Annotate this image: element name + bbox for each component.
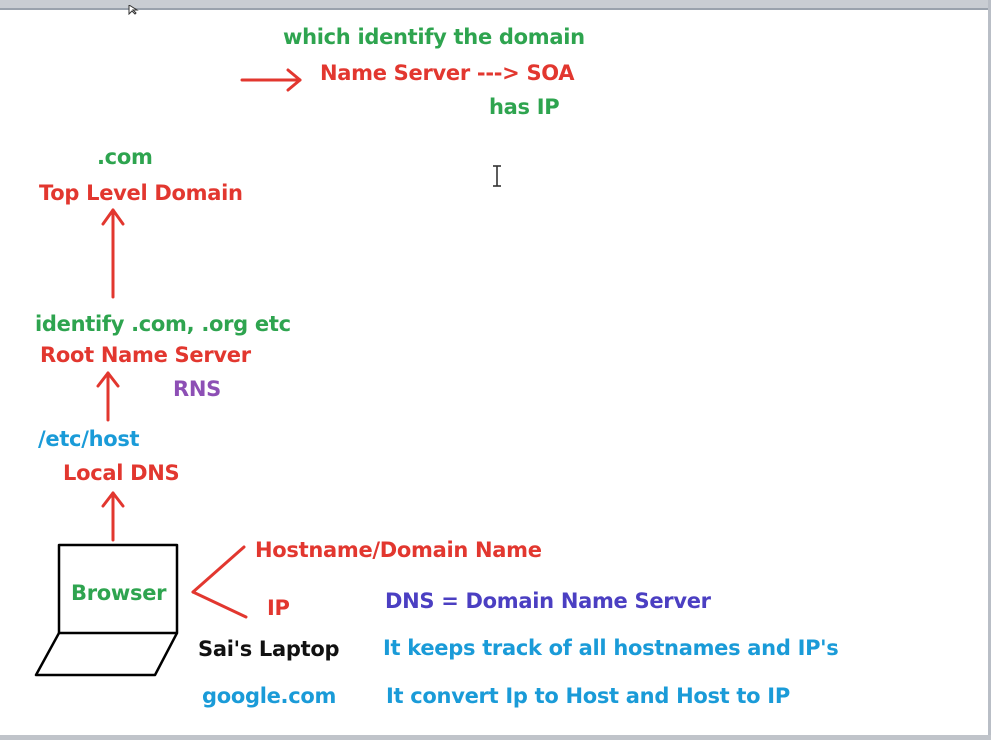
browser-label: Browser <box>71 581 167 605</box>
arrow-to-name-server <box>240 68 302 92</box>
laptop-icon <box>34 543 179 677</box>
arrow-local-to-root <box>96 371 120 422</box>
tld-label: Top Level Domain <box>39 181 243 205</box>
etc-host-note: /etc/host <box>38 427 140 451</box>
dns-definition: DNS = Domain Name Server <box>385 589 711 613</box>
dns-description-1: It keeps track of all hostnames and IP's <box>383 636 839 660</box>
ip-branch-label: IP <box>267 596 290 620</box>
tld-note: .com <box>97 145 153 169</box>
has-ip-note: has IP <box>489 95 560 119</box>
window-bottom-border <box>0 735 991 740</box>
soa-note: which identify the domain <box>283 25 585 49</box>
google-url: google.com <box>202 684 337 708</box>
root-note: identify .com, .org etc <box>35 312 291 336</box>
hostname-branch-label: Hostname/Domain Name <box>255 538 542 562</box>
window-right-border <box>988 0 991 740</box>
branch-lines <box>191 545 248 619</box>
name-server-soa-label: Name Server ---> SOA <box>320 61 575 85</box>
laptop-caption: Sai's Laptop <box>198 637 340 661</box>
text-cursor-icon <box>490 165 504 187</box>
local-dns-label: Local DNS <box>63 461 180 485</box>
window-top-bar <box>0 0 991 8</box>
window-top-border <box>0 8 991 10</box>
arrow-laptop-to-local <box>101 491 125 542</box>
rns-abbr: RNS <box>173 377 221 401</box>
mouse-pointer-icon <box>128 0 142 16</box>
root-name-server-label: Root Name Server <box>40 343 251 367</box>
arrow-root-to-tld <box>101 208 125 299</box>
dns-description-2: It convert Ip to Host and Host to IP <box>386 684 790 708</box>
